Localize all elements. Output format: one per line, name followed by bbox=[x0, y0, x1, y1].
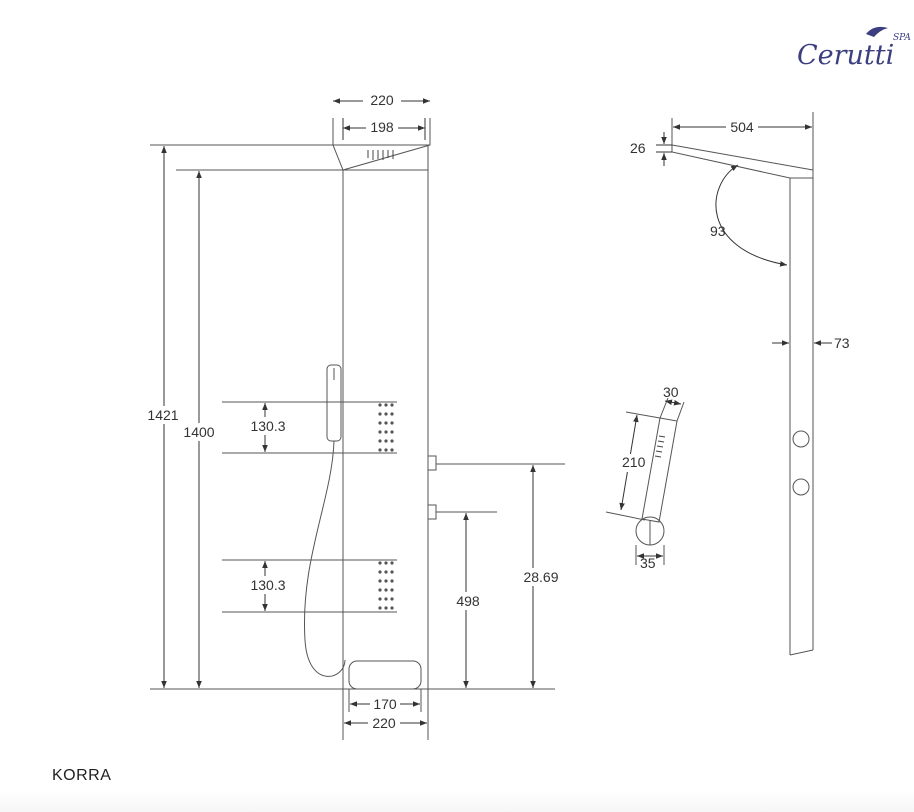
dim-side-head-thickness: 26 bbox=[630, 140, 646, 156]
handshower-detail-nozzles bbox=[654, 435, 666, 458]
side-knob-upper bbox=[792, 430, 810, 448]
dim-handshower-holder: 35 bbox=[640, 555, 656, 571]
front-tray bbox=[348, 660, 422, 690]
bottom-band bbox=[0, 790, 914, 812]
body-jet-lower bbox=[378, 561, 394, 610]
dim-panel-height: 1400 bbox=[183, 424, 214, 440]
side-dimensions bbox=[656, 124, 832, 346]
dim-tray-width: 170 bbox=[373, 696, 397, 712]
body-jet-upper bbox=[378, 403, 394, 452]
dim-handshower-length: 210 bbox=[622, 454, 646, 470]
dim-side-head-depth: 504 bbox=[730, 119, 754, 135]
handshower-dimensions bbox=[619, 399, 682, 559]
dim-jet-lower-spacing: 130.3 bbox=[250, 577, 285, 593]
dim-top-width: 220 bbox=[370, 92, 394, 108]
dim-jet-upper-spacing: 130.3 bbox=[250, 418, 285, 434]
handshower-dimension-labels: 30 210 35 bbox=[620, 384, 679, 571]
brand-suffix: SPA bbox=[893, 33, 911, 43]
front-dimension-labels: 220 198 1421 1400 130.3 130.3 28.69 498 … bbox=[146, 91, 564, 731]
dim-side-angle: 93 bbox=[710, 223, 726, 239]
front-dimensions bbox=[161, 98, 536, 726]
side-knob-lower bbox=[792, 478, 810, 496]
dim-bottom-width: 220 bbox=[372, 715, 396, 731]
brand-logo: Cerutti SPA bbox=[797, 26, 911, 71]
dim-total-height: 1421 bbox=[147, 407, 178, 423]
handshower-detail bbox=[605, 397, 685, 565]
dim-valve-upper-height: 28.69 bbox=[523, 569, 558, 585]
handshower-hose bbox=[303, 440, 346, 677]
dim-handshower-width: 30 bbox=[663, 384, 679, 400]
dim-valve-lower-height: 498 bbox=[456, 593, 480, 609]
dim-side-depth: 73 bbox=[834, 335, 850, 351]
head-nozzles bbox=[367, 150, 394, 160]
model-name: KORRA bbox=[52, 767, 112, 784]
side-dimension-labels: 504 26 93 73 bbox=[630, 119, 850, 351]
handshower-detail-body bbox=[641, 417, 678, 523]
valve-lower bbox=[427, 504, 437, 520]
dim-head-width: 198 bbox=[370, 119, 394, 135]
brand-name: Cerutti bbox=[797, 40, 894, 71]
front-view bbox=[150, 118, 565, 740]
side-view bbox=[671, 112, 814, 656]
brand-swoosh-icon bbox=[866, 26, 888, 37]
valve-upper bbox=[427, 455, 437, 471]
